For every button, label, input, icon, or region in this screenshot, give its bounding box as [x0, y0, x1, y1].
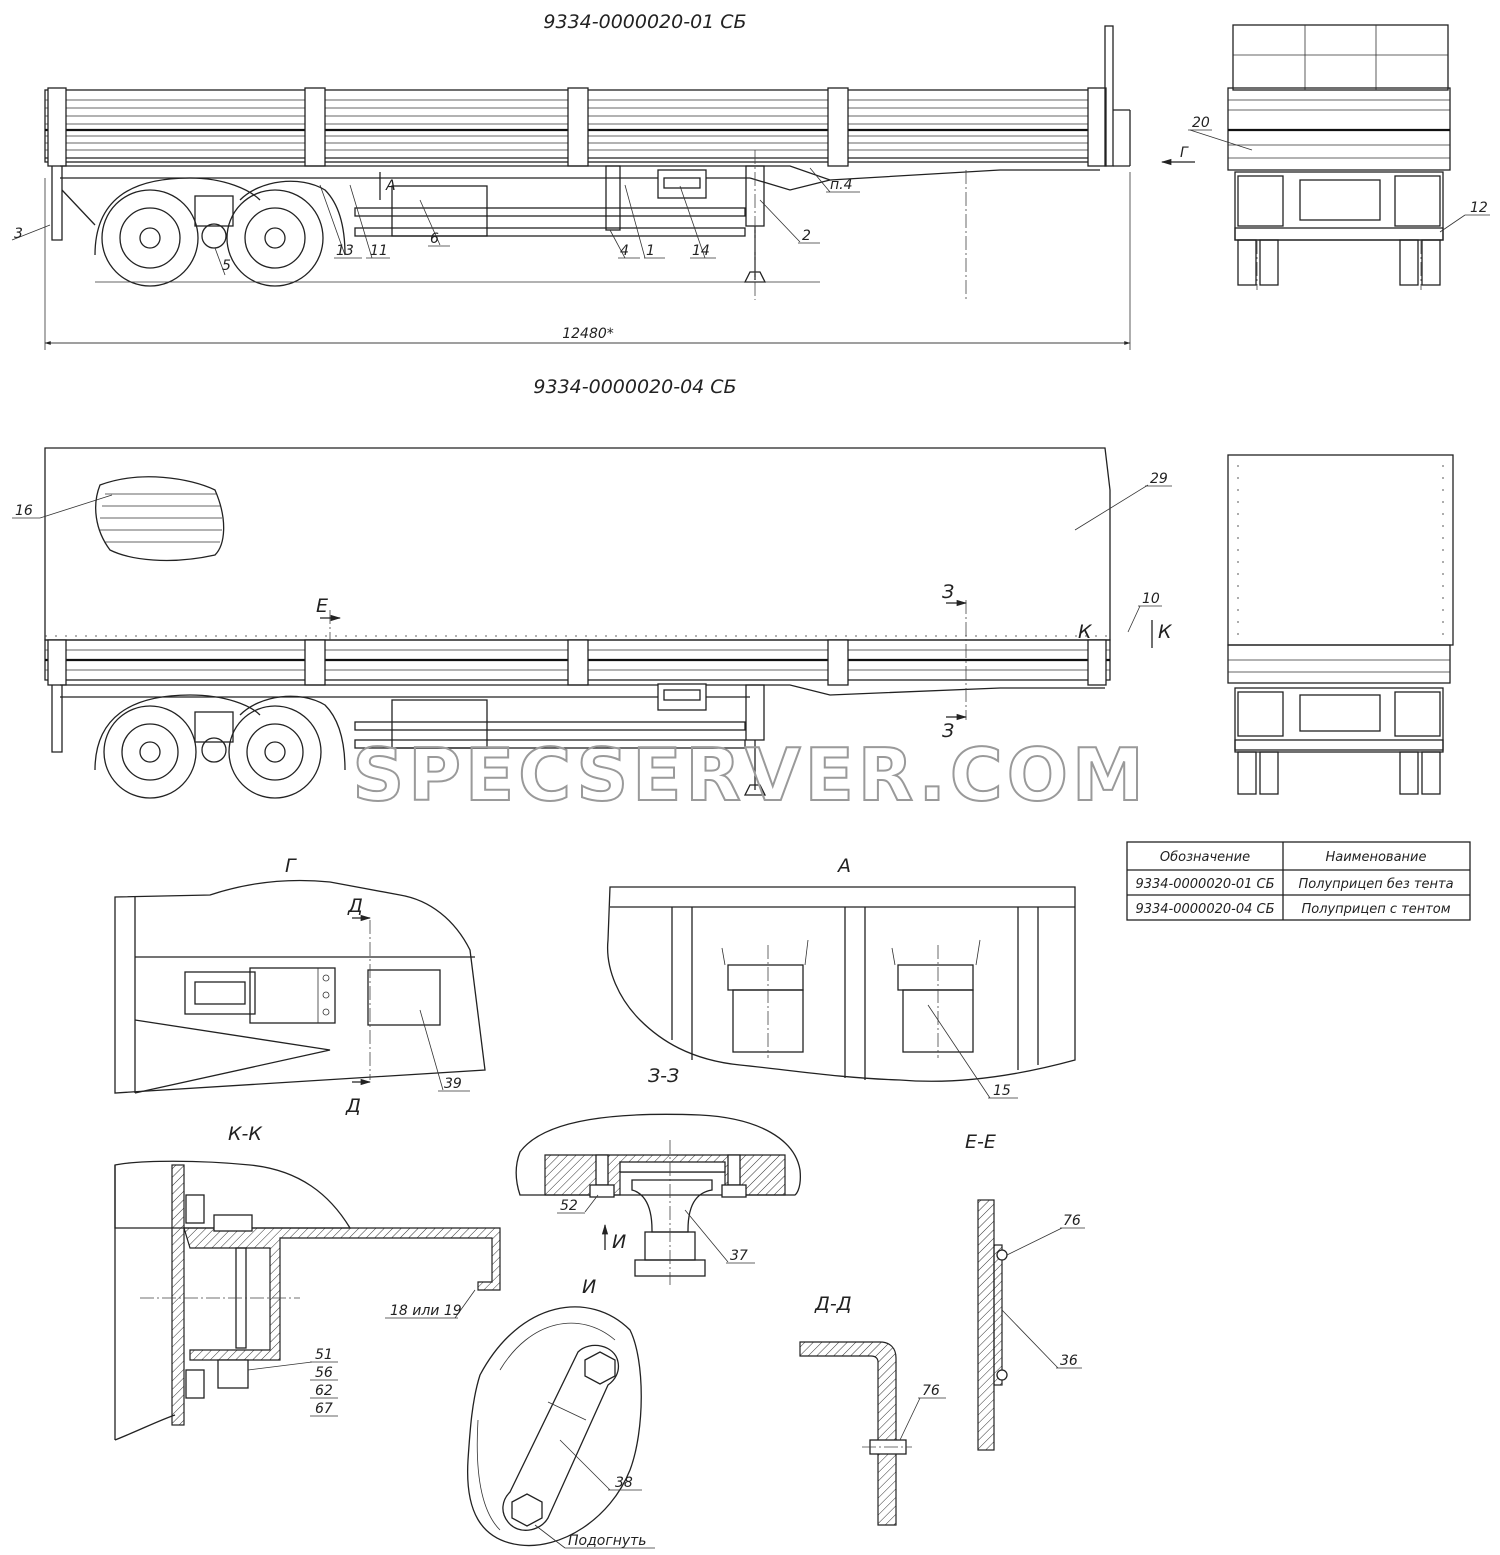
callout-p4: п.4 — [830, 177, 853, 193]
callouts-bottom: 16 29 10 К К Е З З — [12, 471, 1173, 742]
section-mark-a: А — [385, 178, 396, 194]
section-37-detail: 52 37 И — [515, 1113, 802, 1285]
callouts-top: 3 5 13 11 6 4 1 14 2 п.4 — [11, 167, 860, 276]
callout-51: 51 — [315, 1347, 333, 1363]
callout-16: 16 — [15, 503, 33, 519]
callout-6: 6 — [430, 231, 439, 247]
callout-12: 12 — [1470, 200, 1488, 216]
view-kk-detail: К-К 18 или 19 51 56 62 67 — [114, 1123, 501, 1441]
callout-38: 38 — [615, 1475, 633, 1491]
callout-20: 20 — [1192, 115, 1210, 131]
section-mark-k-right: К — [1158, 621, 1173, 643]
view-ee-title: Е-Е — [965, 1131, 996, 1153]
front-view-flatbed: 20 12 — [1188, 24, 1490, 290]
callout-18-or-19: 18 или 19 — [390, 1303, 462, 1319]
side-view-tented — [44, 447, 1111, 799]
table-cell: Полуприцеп с тентом — [1301, 902, 1450, 917]
section-dd-detail: Д-Д 76 — [799, 1293, 946, 1526]
table-cell: Полуприцеп без тента — [1298, 877, 1453, 892]
callout-56: 56 — [315, 1365, 333, 1381]
callout-76-ee: 76 — [1063, 1213, 1081, 1229]
callout-29: 29 — [1150, 471, 1168, 487]
callout-4: 4 — [620, 243, 629, 259]
section-mark-d-bottom: Д — [345, 1095, 361, 1117]
callout-37: 37 — [730, 1248, 748, 1264]
section-mark-e: Е — [316, 595, 328, 617]
front-view-tented — [1227, 454, 1454, 795]
section-mark-d-top: Д — [347, 895, 363, 917]
side-view-flatbed: 12480* А — [44, 25, 1131, 350]
callout-76-dd: 76 — [922, 1383, 940, 1399]
view-kk-title: К-К — [228, 1123, 263, 1145]
view-dd-title: Д-Д — [814, 1293, 852, 1315]
view-g-title: Г — [285, 855, 297, 877]
view-i-detail: И 38 Подогнуть — [466, 1276, 655, 1549]
section-mark-k-left: К — [1078, 621, 1093, 643]
callout-39: 39 — [444, 1076, 462, 1092]
callout-3: 3 — [14, 226, 23, 242]
table-header-name: Наименование — [1325, 850, 1426, 865]
arrow-g-label: Г — [1180, 145, 1189, 161]
title-bottom: 9334-0000020-04 СБ — [533, 376, 736, 398]
view-a-detail: А 15 З-З — [606, 855, 1076, 1099]
callout-1: 1 — [646, 243, 655, 259]
callout-13: 13 — [336, 243, 354, 259]
watermark: SPECSERVER.COM — [352, 733, 1147, 817]
view-zz-title: З-З — [648, 1065, 679, 1087]
table-cell: 9334-0000020-01 СБ — [1135, 877, 1274, 892]
view-i-title: И — [582, 1276, 596, 1298]
table-header-designation: Обозначение — [1160, 850, 1250, 865]
section-mark-z-top: З — [942, 581, 954, 603]
callout-10: 10 — [1142, 591, 1160, 607]
section-ee-detail: Е-Е 76 36 — [965, 1131, 1085, 1451]
designation-table: Обозначение Наименование 9334-0000020-01… — [1126, 841, 1471, 921]
callout-15: 15 — [993, 1083, 1011, 1099]
overall-length-dimension: 12480* — [562, 326, 614, 342]
view-g-detail: Г Д Д 39 — [114, 855, 486, 1117]
callout-11: 11 — [370, 243, 388, 259]
table-cell: 9334-0000020-04 СБ — [1135, 902, 1274, 917]
view-a-title: А — [836, 855, 851, 877]
callout-14: 14 — [692, 243, 710, 259]
title-top: 9334-0000020-01 СБ — [543, 11, 746, 33]
callout-36: 36 — [1060, 1353, 1078, 1369]
callout-52: 52 — [560, 1198, 578, 1214]
section-mark-z-bottom: З — [942, 720, 954, 742]
callout-62: 62 — [315, 1383, 333, 1399]
callout-67: 67 — [315, 1401, 333, 1417]
view-mark-i: И — [612, 1231, 626, 1253]
callout-5: 5 — [222, 258, 231, 274]
callout-2: 2 — [802, 228, 811, 244]
bend-note: Подогнуть — [568, 1533, 647, 1549]
